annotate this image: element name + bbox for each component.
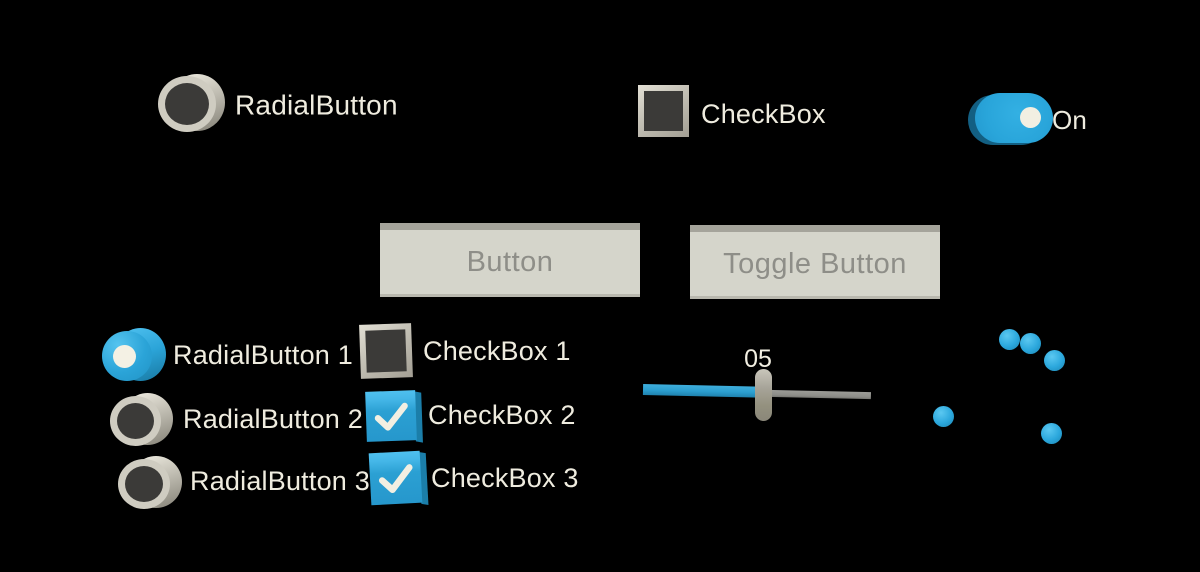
toggle-state-label: On <box>1052 104 1088 135</box>
radial-button-1[interactable] <box>102 328 168 384</box>
radial-button-1-label: RadialButton 1 <box>173 339 353 370</box>
checkbox-2[interactable] <box>365 390 423 443</box>
radial-button-demo[interactable] <box>158 74 238 134</box>
checkbox-3-label: CheckBox 3 <box>431 462 579 493</box>
radial-button-3-face <box>118 459 170 509</box>
checkbox-2-label: CheckBox 2 <box>428 399 576 430</box>
toggle-push-button-label: Toggle Button <box>723 247 907 280</box>
radial-button-2[interactable] <box>110 393 180 448</box>
sphere <box>999 329 1020 350</box>
check-icon <box>374 402 408 431</box>
slider-fill <box>642 384 760 398</box>
toggle-knob[interactable] <box>1020 107 1041 128</box>
radial-button-3-label: RadialButton 3 <box>190 465 370 496</box>
slider-handle[interactable] <box>755 369 772 421</box>
sphere <box>1044 350 1065 371</box>
radial-button-1-selected-dot <box>113 345 136 368</box>
check-icon <box>378 464 413 494</box>
sphere <box>1020 333 1041 354</box>
sphere <box>1041 423 1062 444</box>
radial-button-demo-label: RadialButton <box>235 89 398 121</box>
push-button[interactable]: Button <box>380 223 640 297</box>
checkbox-1-well <box>365 329 407 373</box>
checkbox-well <box>644 91 683 131</box>
push-button-label: Button <box>466 245 554 278</box>
checkbox-demo-label: CheckBox <box>701 98 826 129</box>
radial-button-3[interactable] <box>118 456 188 511</box>
radial-button-2-face <box>110 396 161 446</box>
slider-value-label: 05 <box>744 345 772 373</box>
radial-button-2-label: RadialButton 2 <box>183 403 363 434</box>
checkbox-1[interactable] <box>359 323 413 379</box>
toggle-switch[interactable] <box>968 93 1053 145</box>
checkbox-3[interactable] <box>368 450 429 506</box>
toggle-pill <box>975 93 1053 143</box>
checkbox-demo[interactable] <box>638 85 689 137</box>
sphere <box>933 406 954 427</box>
slider-rest <box>758 389 872 400</box>
radial-button-face <box>158 76 216 132</box>
checkbox-1-label: CheckBox 1 <box>423 335 571 366</box>
toggle-push-button[interactable]: Toggle Button <box>690 225 940 299</box>
